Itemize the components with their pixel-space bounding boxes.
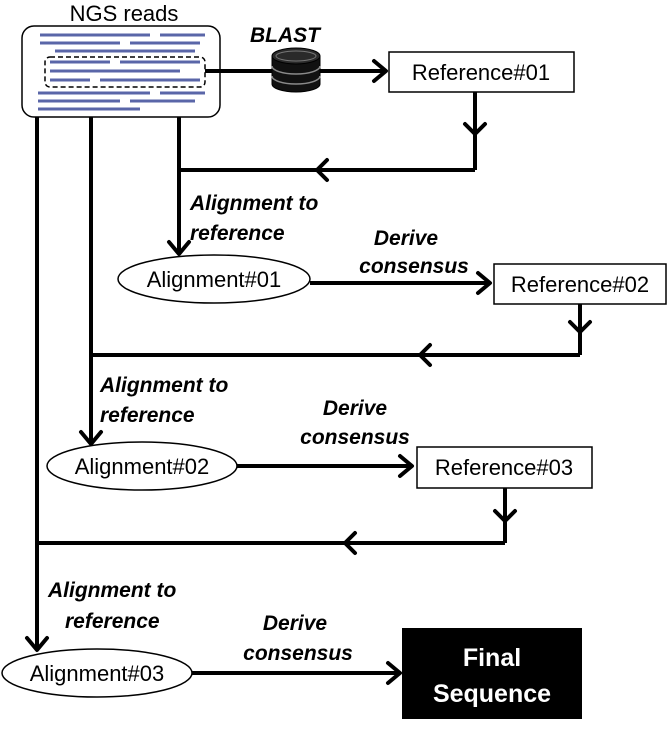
arrowhead — [25, 636, 49, 652]
arrowhead — [418, 343, 432, 367]
arrowhead — [398, 454, 414, 478]
derive-step-3-line2: consensus — [243, 642, 353, 665]
derive-step-3-line1: Derive — [263, 612, 328, 635]
selected-reads-box — [44, 56, 206, 88]
arrowhead — [79, 430, 103, 446]
align-step-2-line1: Alignment to — [99, 374, 228, 397]
derive-step-1-line1: Derive — [374, 227, 439, 250]
ngs-reads-title: NGS reads — [70, 1, 179, 26]
arrowhead — [568, 320, 592, 334]
final-sequence-box — [402, 628, 582, 719]
arrowhead — [372, 59, 388, 83]
arrowhead — [167, 240, 191, 256]
align-step-3-line1: Alignment to — [47, 579, 176, 602]
final-sequence-line1: Final — [463, 644, 521, 672]
blast-label: BLAST — [250, 24, 322, 47]
alignment-03-label: Alignment#03 — [30, 661, 165, 686]
reference-03-label: Reference#03 — [435, 455, 573, 480]
database-icon — [271, 47, 321, 93]
derive-step-2-line2: consensus — [300, 426, 410, 449]
arrowhead — [493, 509, 517, 523]
reference-01-box — [388, 51, 575, 93]
ngs-reads-panel: NGS reads — [21, 1, 221, 118]
alignment-01-node — [117, 254, 311, 304]
align-step-1-line1: Alignment to — [189, 192, 318, 215]
derive-step-1-line2: consensus — [359, 255, 469, 278]
alignment-02-label: Alignment#02 — [75, 454, 210, 479]
align-step-3-line2: reference — [65, 610, 160, 633]
arrowhead — [476, 271, 492, 295]
read-lines — [38, 33, 205, 111]
arrowhead — [463, 122, 487, 136]
alignment-01-label: Alignment#01 — [147, 267, 282, 292]
align-step-1-line2: reference — [190, 222, 285, 245]
final-sequence-line2: Sequence — [433, 680, 551, 708]
derive-step-2-line1: Derive — [323, 397, 388, 420]
arrowhead — [315, 158, 329, 182]
align-step-2-line2: reference — [100, 404, 195, 427]
reference-02-label: Reference#02 — [511, 272, 649, 297]
arrowhead — [386, 661, 402, 685]
arrowhead — [343, 531, 357, 555]
reference-01-label: Reference#01 — [412, 60, 550, 85]
